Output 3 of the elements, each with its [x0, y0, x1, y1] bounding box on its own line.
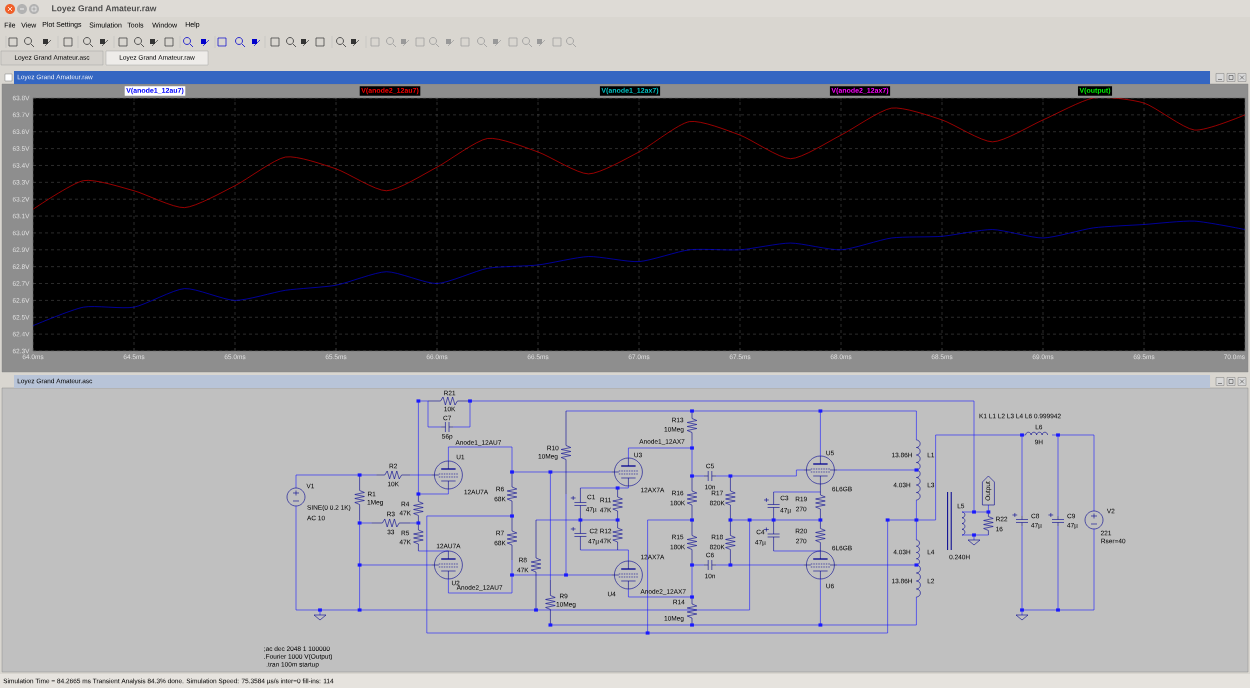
line-series — [33, 220, 1246, 326]
line-series — [33, 97, 1246, 210]
title-bar: Loyez Grand Amateur.raw — [0, 0, 1250, 17]
